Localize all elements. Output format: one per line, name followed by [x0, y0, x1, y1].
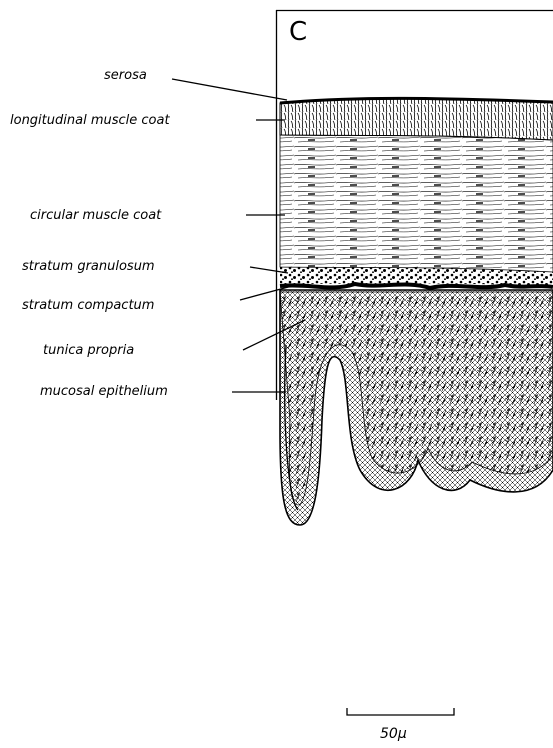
circular-muscle-layer: [280, 135, 553, 272]
stratum-compactum-layer: [280, 284, 553, 288]
labels: serosa longitudinal muscle coat circular…: [10, 68, 170, 399]
scale-bar-label: 50μ: [380, 726, 407, 742]
panel-letter: C: [289, 17, 307, 47]
stratum-compactum-label: stratum compactum: [22, 298, 154, 313]
serosa-label: serosa: [104, 68, 147, 83]
longitudinal-muscle-layer: [280, 98, 553, 140]
scale-bar: 50μ: [347, 708, 454, 742]
longitudinal-muscle-label: longitudinal muscle coat: [10, 113, 170, 128]
tissue-section: [280, 98, 553, 525]
mucosal-epithelium-label: mucosal epithelium: [40, 384, 168, 399]
circular-muscle-label: circular muscle coat: [30, 208, 162, 223]
tunica-propria-label: tunica propria: [43, 343, 134, 358]
stratum-granulosum-label: stratum granulosum: [22, 259, 155, 274]
